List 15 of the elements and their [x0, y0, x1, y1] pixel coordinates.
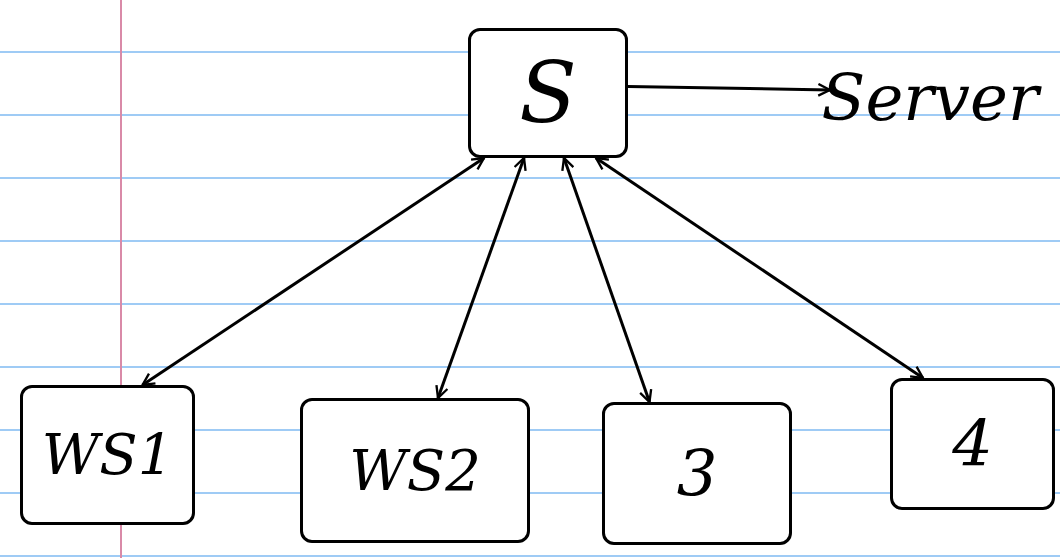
node-label: 4: [952, 412, 993, 476]
arrow: [141, 156, 486, 387]
node-box: [890, 378, 1055, 510]
arrow: [627, 82, 832, 97]
node-label: 3: [676, 441, 718, 506]
node-box: [20, 385, 195, 525]
arrow: [435, 156, 527, 400]
node-label: WS2: [349, 442, 481, 499]
node-box: [300, 398, 530, 543]
node-label: WS1: [41, 427, 174, 483]
node-box: [468, 28, 628, 158]
arrow: [594, 156, 925, 380]
arrow: [561, 156, 653, 404]
node-box: [602, 402, 792, 545]
node-label: S: [519, 51, 577, 135]
